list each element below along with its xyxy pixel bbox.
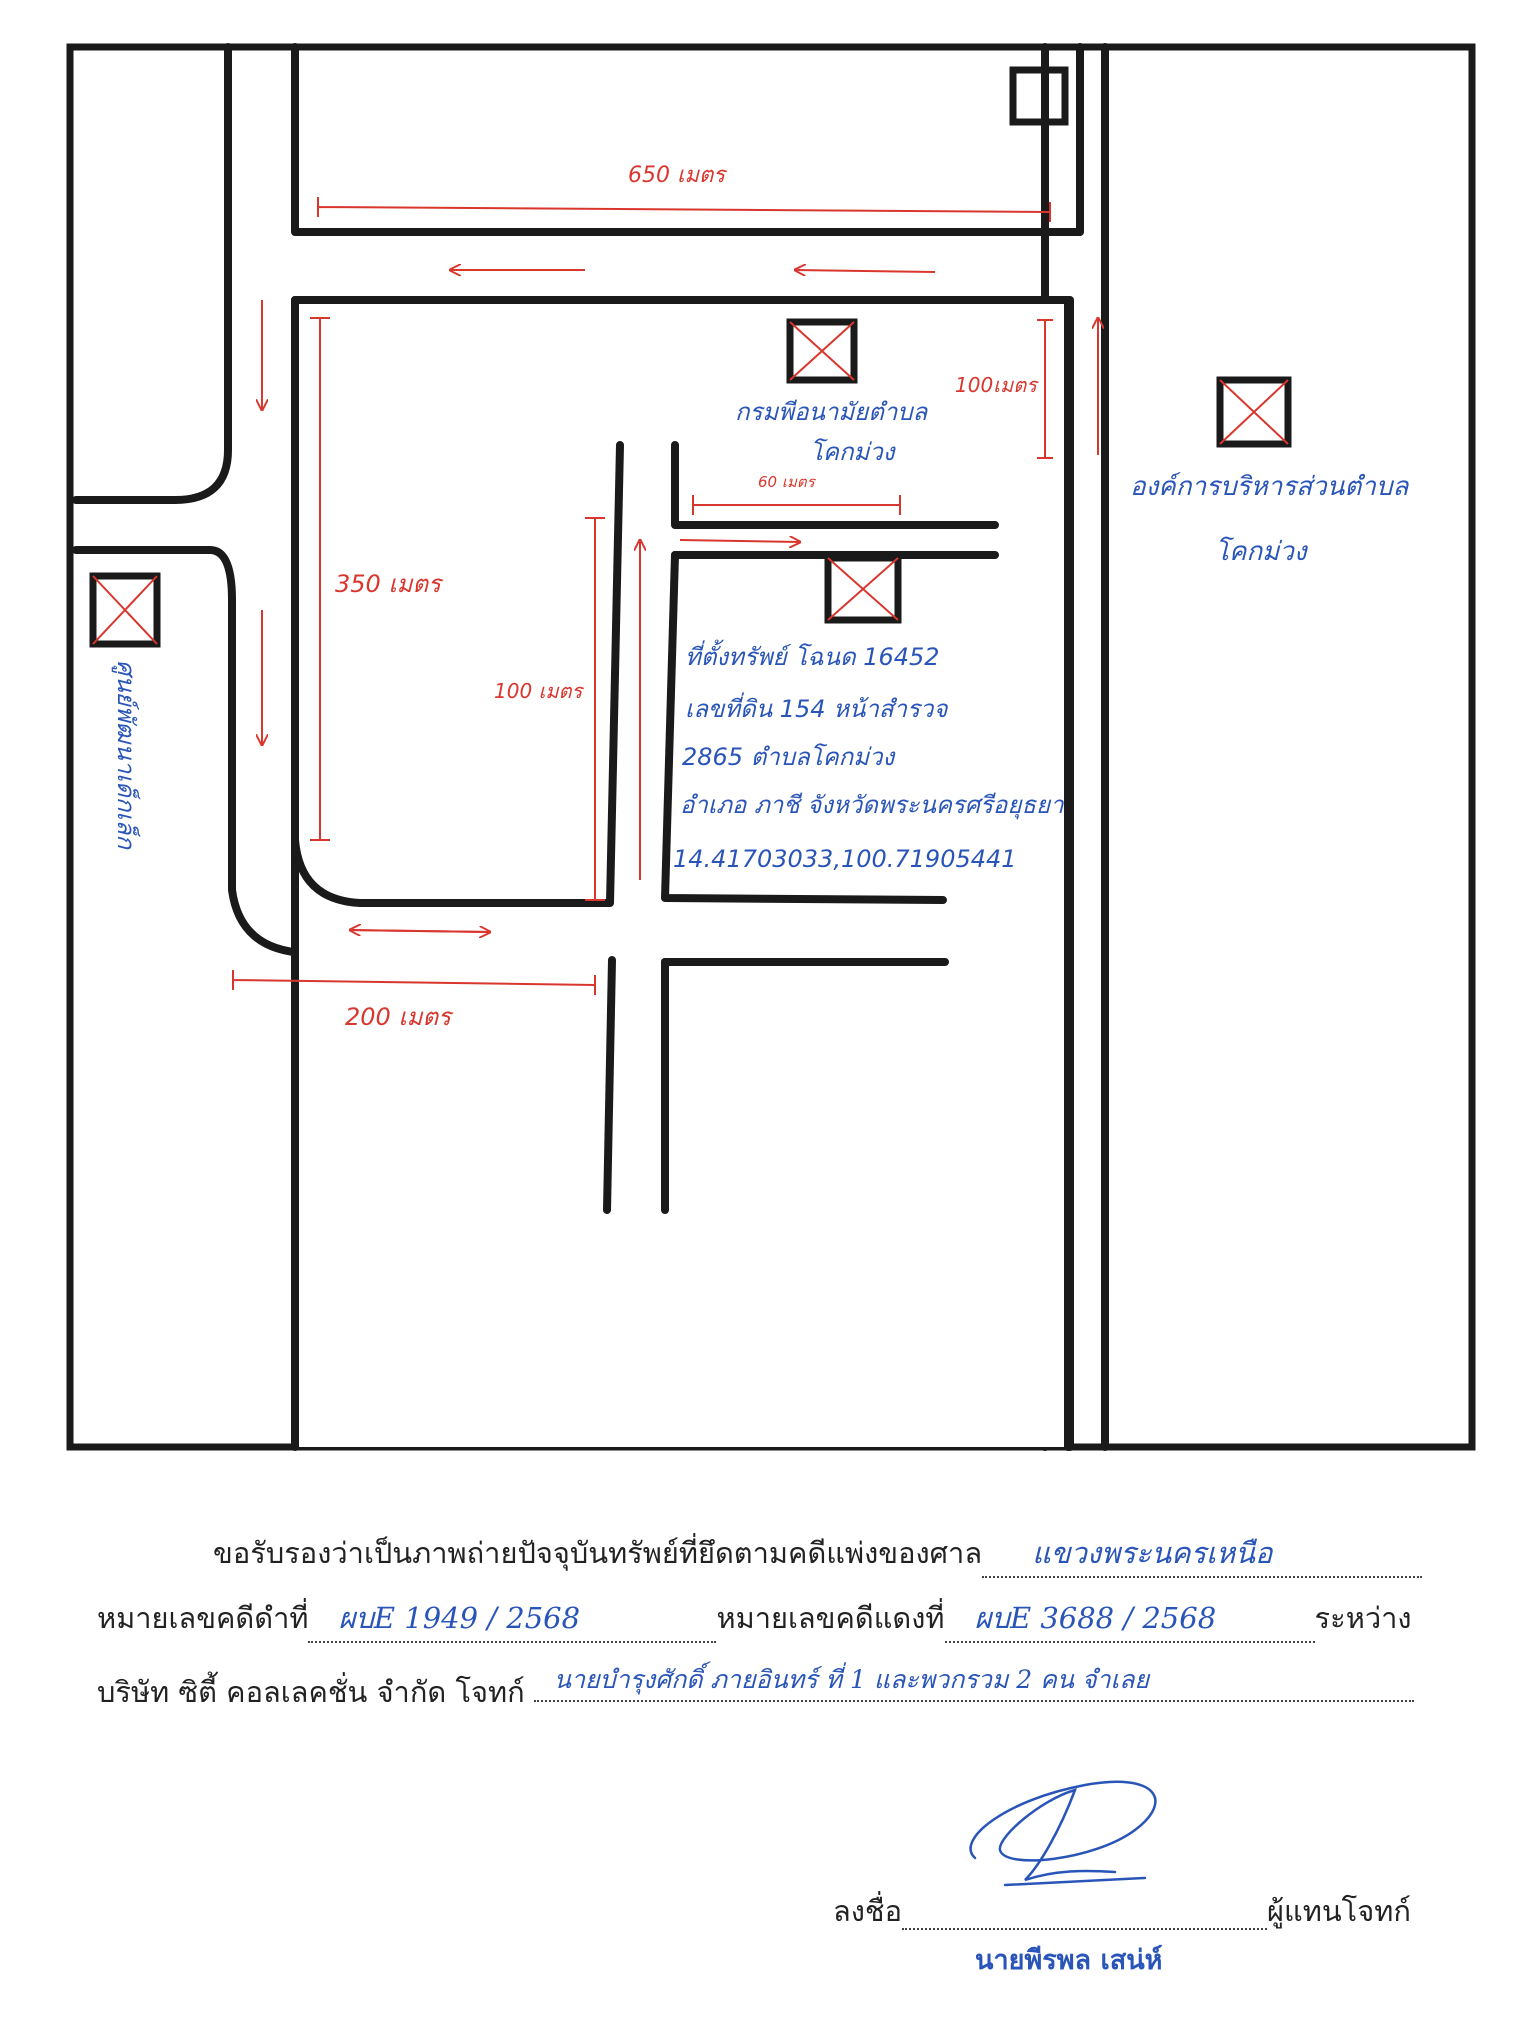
between-label: ระหว่าง	[1314, 1601, 1412, 1635]
svg-text:อำเภอ ภาชี จังหวัดพระนครศรีอยุ: อำเภอ ภาชี จังหวัดพระนครศรีอยุธยา	[680, 791, 1065, 820]
svg-text:โคกม่วง: โคกม่วง	[810, 438, 897, 466]
red-case-number: ผบE 3688 / 2568	[974, 1601, 1217, 1635]
sign-role: ผู้แทนโจทก์	[1267, 1894, 1411, 1928]
sign-label: ลงชื่อ	[833, 1894, 903, 1928]
cert-line-1-prefix: ขอรับรองว่าเป็นภาพถ่ายปัจจุบันทรัพย์ที่ย…	[213, 1536, 983, 1570]
dimension-lines	[232, 197, 1053, 995]
distance-label-top: 650 เมตร	[628, 163, 728, 188]
sign-line: ลงชื่อ ผู้แทนโจทก์	[833, 1888, 1411, 1934]
building-marker-health-center	[786, 318, 858, 384]
defendant: นายบำรุงศักดิ์ ภายอินทร์ ที่ 1 และพวกรวม…	[553, 1665, 1150, 1694]
svg-text:กรมพีอนามัยตำบล: กรมพีอนามัยตำบล	[735, 398, 929, 426]
sign-field	[902, 1894, 1268, 1930]
building-marker-top-right	[1009, 66, 1069, 126]
court-field: แขวงพระนครเหนือ	[982, 1530, 1423, 1578]
defendant-field: นายบำรุงศักดิ์ ภายอินทร์ ที่ 1 และพวกรวม…	[533, 1660, 1414, 1702]
cert-line-2: หมายเลขคดีดำที่ ผบE 1949 / 2568 หมายเลขคดี…	[97, 1595, 1412, 1643]
black-case-number: ผบE 1949 / 2568	[338, 1601, 581, 1635]
signer-name: นายพีรพล เสน่ห์	[975, 1945, 1163, 1976]
cert-line-3: บริษัท ซิตี้ คอลเลคชั่น จำกัด โจทก์ นายบ…	[97, 1660, 1414, 1715]
red-case-label: หมายเลขคดีแดงที่	[716, 1601, 945, 1635]
direction-arrows	[262, 270, 1098, 932]
black-case-label: หมายเลขคดีดำที่	[97, 1601, 309, 1635]
svg-text:14.41703033,100.71905441: 14.41703033,100.71905441	[673, 845, 1017, 873]
property-note: ที่ตั้งทรัพย์ โฉนด 16452 เลขที่ดิน 154 ห…	[673, 639, 1065, 873]
svg-text:องค์การบริหารส่วนตำบล: องค์การบริหารส่วนตำบล	[1130, 472, 1409, 502]
signature	[969, 1780, 1157, 1887]
building-marker-school	[89, 572, 161, 648]
svg-text:2865 ตำบลโคกม่วง: 2865 ตำบลโคกม่วง	[682, 743, 896, 771]
plaintiff: บริษัท ซิตี้ คอลเลคชั่น จำกัด โจทก์	[97, 1675, 525, 1709]
court-name: แขวงพระนครเหนือ	[1032, 1536, 1273, 1570]
svg-text:ที่ตั้งทรัพย์ โฉนด 16452: ที่ตั้งทรัพย์ โฉนด 16452	[685, 639, 940, 671]
distance-label-middle: 100 เมตร	[494, 679, 585, 703]
label-sao: องค์การบริหารส่วนตำบล โคกม่วง	[1130, 472, 1409, 567]
distance-label-short: 60 เมตร	[758, 473, 817, 491]
building-marker-sao	[1216, 376, 1292, 448]
label-school: ศูนย์พัฒนาเด็กเล็ก	[111, 660, 141, 850]
building-marker-property	[824, 554, 902, 624]
signer-name-stamp: นายพีรพล เสน่ห์	[975, 1938, 1162, 1981]
distance-label-left: 350 เมตร	[335, 570, 444, 598]
label-health-center: กรมพีอนามัยตำบล โคกม่วง	[735, 398, 929, 466]
svg-text:โคกม่วง: โคกม่วง	[1215, 536, 1309, 567]
svg-text:เลขที่ดิน 154 หน้าสำรวจ: เลขที่ดิน 154 หน้าสำรวจ	[685, 692, 948, 723]
black-case-field: ผบE 1949 / 2568	[308, 1595, 717, 1643]
distance-label-bottom: 200 เมตร	[345, 1003, 454, 1031]
cert-line-1: ขอรับรองว่าเป็นภาพถ่ายปัจจุบันทรัพย์ที่ย…	[213, 1530, 1423, 1578]
red-case-field: ผบE 3688 / 2568	[944, 1595, 1315, 1643]
distance-label-right: 100เมตร	[955, 373, 1039, 397]
